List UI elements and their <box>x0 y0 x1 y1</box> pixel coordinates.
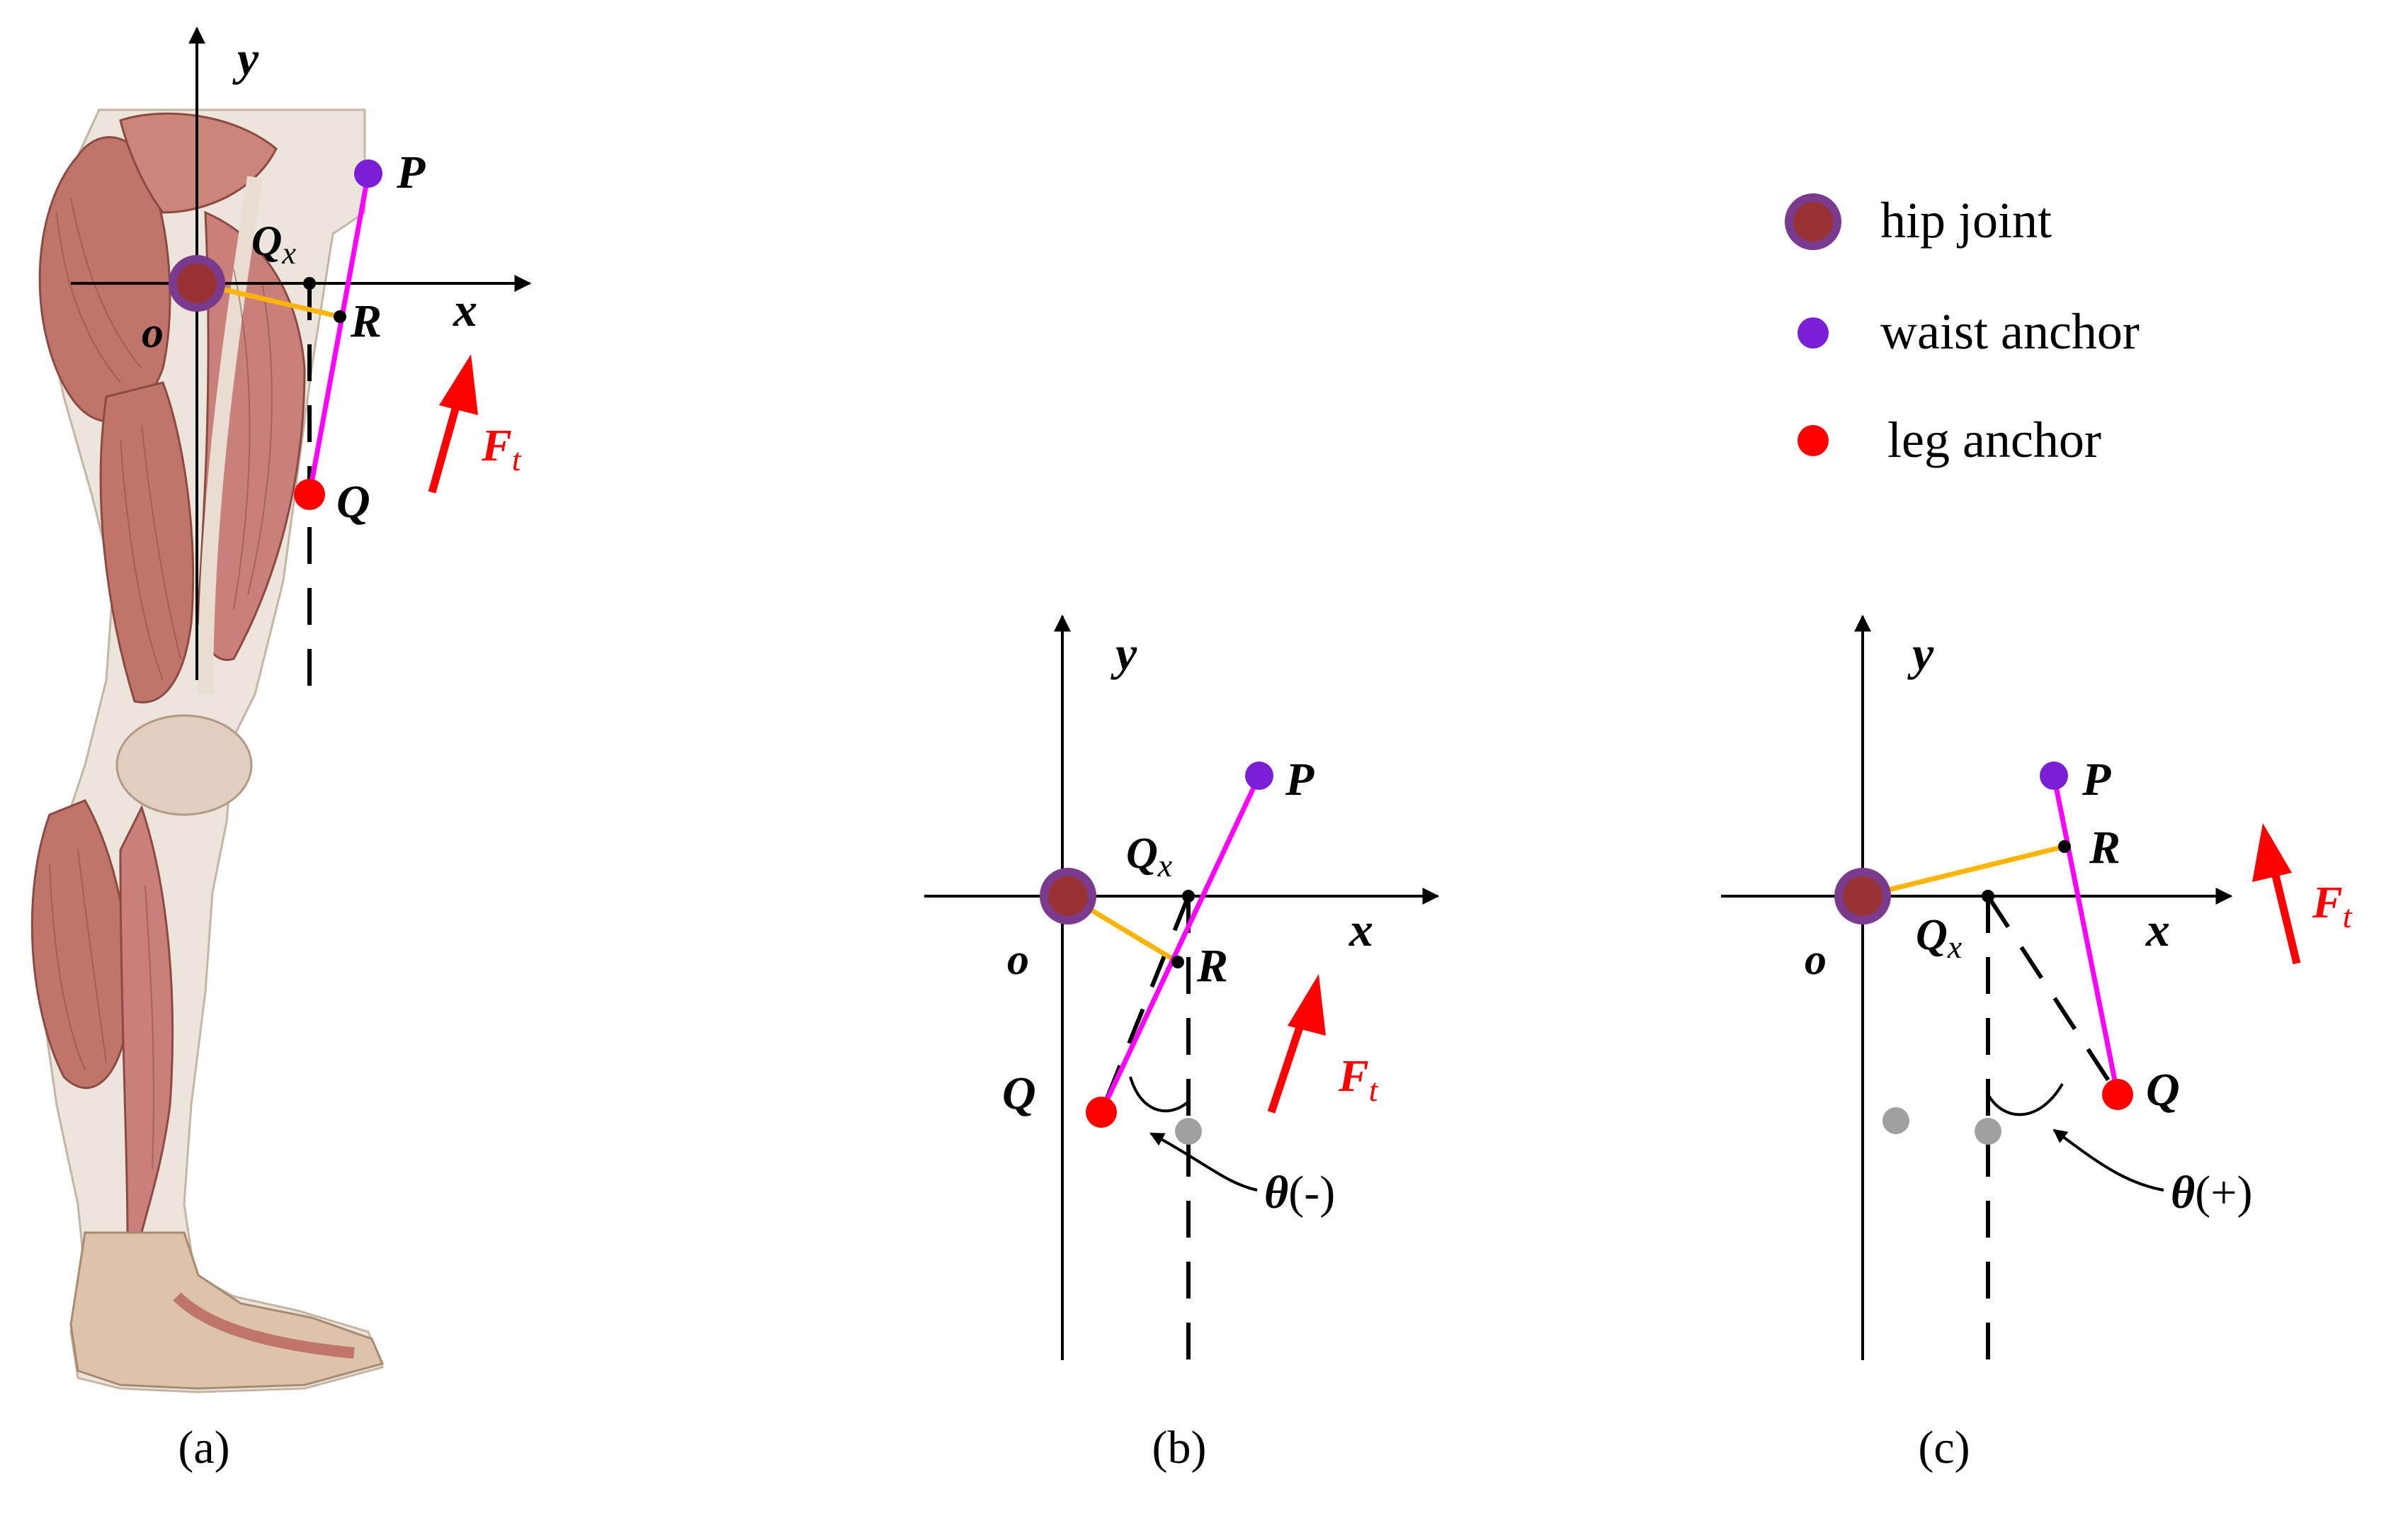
hip-joint-b <box>1040 868 1096 924</box>
link-o-r-c <box>1862 844 2065 899</box>
link-p-q-b <box>1098 774 1262 1114</box>
label-p-b: P <box>1285 754 1314 805</box>
legend-label-hip-joint: hip joint <box>1880 192 2052 249</box>
label-qx-b: Qx <box>1126 830 1173 883</box>
dashed-qx-q-c <box>1986 895 2120 1096</box>
axis-y-label-b: y <box>1111 626 1137 680</box>
point-qx-b <box>1182 890 1195 903</box>
axis-x-label-c: x <box>2145 903 2170 956</box>
force-arrowhead-c <box>2252 823 2292 882</box>
legend: hip joint waist anchor leg anchor <box>1785 192 2140 468</box>
label-p-c: P <box>2082 754 2111 805</box>
leg-anchor-a <box>294 479 325 510</box>
point-r-b <box>1171 956 1184 968</box>
angle-arc-c <box>1987 1082 2064 1116</box>
panel-c: y x o P R Q Qx θ(+) Ft (c) <box>1721 614 2353 1473</box>
label-p-a: P <box>396 147 426 198</box>
theta-pointer-c <box>2052 1128 2164 1192</box>
hip-joint-c <box>1834 868 1891 924</box>
label-q-c: Q <box>2146 1064 2180 1116</box>
axis-y-label-c: y <box>1907 626 1934 680</box>
point-qx-a <box>303 277 316 290</box>
caption-a: (a) <box>178 1422 229 1473</box>
waist-anchor-a <box>354 159 382 188</box>
leg-anchor-c <box>2102 1079 2133 1110</box>
point-r-a <box>334 310 346 323</box>
caption-c: (c) <box>1918 1422 1970 1473</box>
label-force-a: Ft <box>481 420 522 477</box>
theta-pointer-b <box>1149 1132 1258 1192</box>
force-arrow-c <box>2268 859 2301 965</box>
waist-anchor-c <box>2040 762 2068 790</box>
label-q-b: Q <box>1002 1068 1036 1119</box>
label-r-a: R <box>350 295 382 347</box>
legend-label-waist-anchor: waist anchor <box>1880 303 2140 360</box>
origin-label-a: o <box>142 309 164 357</box>
label-q-a: Q <box>336 476 370 528</box>
point-qx-c <box>1982 890 1994 903</box>
axis-x-label-a: x <box>453 283 477 336</box>
label-theta-b: θ(-) <box>1264 1167 1335 1218</box>
label-r-b: R <box>1196 940 1228 992</box>
axis-y-label-a: y <box>232 31 259 85</box>
label-theta-c: θ(+) <box>2171 1167 2252 1218</box>
legend-label-leg-anchor: leg anchor <box>1887 412 2101 468</box>
waist-anchor-b <box>1245 762 1273 790</box>
label-qx-c: Qx <box>1916 911 1963 965</box>
force-arrowhead-b <box>1288 974 1326 1036</box>
axis-x-label-b: x <box>1348 903 1373 956</box>
label-r-c: R <box>2089 822 2120 873</box>
label-force-c: Ft <box>2312 877 2353 934</box>
hip-joint-marker-icon <box>1785 193 1841 250</box>
caption-b: (b) <box>1152 1422 1207 1473</box>
point-r-c <box>2058 840 2071 853</box>
ghost-point-c-2 <box>1975 1118 2001 1145</box>
ghost-point-b <box>1175 1118 1202 1145</box>
leg-anchor-marker-icon <box>1798 425 1829 456</box>
angle-arc-b <box>1129 1076 1190 1113</box>
link-p-q-c <box>2051 775 2120 1095</box>
label-qx-a: Qx <box>251 217 296 271</box>
waist-anchor-marker-icon <box>1798 317 1829 349</box>
origin-label-c: o <box>1805 936 1827 984</box>
link-p-q-a <box>307 173 371 495</box>
leg-anchor-b <box>1086 1097 1117 1128</box>
ghost-point-c-1 <box>1882 1107 1909 1134</box>
panel-a: y x o P R Q Qx Ft (a) <box>30 26 532 1473</box>
hip-joint-a <box>169 255 225 312</box>
label-force-b: Ft <box>1338 1051 1379 1108</box>
force-arrowhead-a <box>439 354 478 415</box>
origin-label-b: o <box>1007 936 1029 984</box>
panel-b: y x o P R Q Qx θ(-) Ft (b) <box>924 614 1440 1473</box>
